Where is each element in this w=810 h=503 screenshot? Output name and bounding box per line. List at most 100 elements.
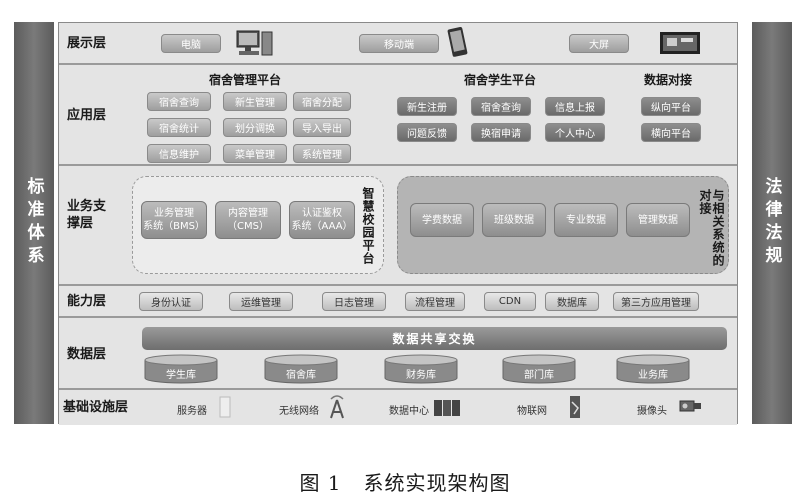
cms-block: 内容管理 （CMS） [215, 201, 281, 239]
app-item-menu-management: 菜单管理 [223, 144, 287, 163]
app-item-student-dorm-query: 宿舍查询 [471, 97, 531, 116]
aaa-block: 认证鉴权 系统（AAA） [289, 201, 355, 239]
infra-server: 服务器 [177, 406, 207, 417]
database-cylinder-icon [264, 354, 338, 384]
display-layer-label: 展示层 [67, 36, 107, 51]
major-data-label: 专业数据 [566, 214, 606, 226]
figure-number: 图 1 [299, 471, 342, 495]
infrastructure-layer-label: 基础设施层 [63, 400, 129, 415]
database-dorm-label: 宿舍库 [286, 370, 316, 381]
database-business-label: 业务库 [638, 370, 668, 381]
cms-line2: （CMS） [227, 221, 269, 232]
app-item-dorm-allocation: 宿舍分配 [293, 92, 351, 111]
management-data-label: 管理数据 [638, 214, 678, 226]
app-item-info-maintenance: 信息维护 [147, 144, 211, 163]
app-item-feedback: 问题反馈 [397, 123, 457, 142]
database-finance-label: 财务库 [406, 370, 436, 381]
data-docking-title: 数据对接 [644, 73, 693, 87]
capability-database: 数据库 [545, 292, 599, 311]
smart-campus-platform-caption: 智慧校园平台 [361, 187, 375, 265]
laws-regulations-pillar: 法律法规 [752, 22, 792, 424]
display-item-big-screen: 大屏 [569, 34, 629, 53]
infra-camera: 摄像头 [637, 406, 667, 417]
class-data-block: 班级数据 [482, 203, 546, 237]
business-support-label-line1: 业务支 [67, 199, 107, 214]
external-docking-box: 学费数据 班级数据 专业数据 管理数据 与相关系统的对接 [397, 176, 729, 274]
tuition-data-label: 学费数据 [422, 214, 462, 226]
business-support-layer-label: 业务支 撑层 [67, 198, 106, 232]
major-data-block: 专业数据 [554, 203, 618, 237]
infra-iot: 物联网 [517, 406, 547, 417]
application-layer: 应用层 宿舍管理平台 宿舍查询 新生管理 宿舍分配 宿舍统计 划分调换 导入导出… [59, 65, 737, 166]
bms-block: 业务管理 系统（BMS） [141, 201, 207, 239]
application-layer-label: 应用层 [67, 108, 107, 123]
infra-wireless-network: 无线网络 [279, 406, 319, 417]
capability-cdn: CDN [484, 292, 536, 311]
app-item-system-management: 系统管理 [293, 144, 351, 163]
data-sharing-exchange-bar: 数据共享交换 [142, 327, 727, 350]
standard-system-label: 标准体系 [23, 177, 44, 269]
external-docking-caption-col1: 与相关系统的 [711, 189, 725, 267]
database-cylinder-icon [384, 354, 458, 384]
architecture-frame: 展示层 电脑 移动端 大屏 应用层 宿舍管理平台 宿舍查询 新生管理 宿舍分配 … [58, 22, 738, 425]
capability-process-management: 流程管理 [405, 292, 465, 311]
database-department-label: 部门库 [524, 370, 554, 381]
aaa-line1: 认证鉴权 [302, 208, 342, 219]
app-item-info-report: 信息上报 [545, 97, 605, 116]
app-item-dorm-statistics: 宿舍统计 [147, 118, 211, 137]
aaa-line2: 系统（AAA） [291, 221, 353, 232]
standard-system-pillar: 标准体系 [14, 22, 54, 424]
capability-ops-management: 运维管理 [229, 292, 293, 311]
external-docking-caption-col2: 对接 [698, 189, 712, 215]
app-item-horizontal-platform: 横向平台 [641, 123, 701, 142]
app-item-dorm-change-request: 换宿申请 [471, 123, 531, 142]
business-support-layer: 业务支 撑层 业务管理 系统（BMS） 内容管理 （CMS） 认证鉴权 系统（A… [59, 166, 737, 286]
app-item-personal-center: 个人中心 [545, 123, 605, 142]
bms-line1: 业务管理 [154, 208, 194, 219]
app-item-dorm-query: 宿舍查询 [147, 92, 211, 111]
infrastructure-layer: 基础设施层 服务器 无线网络 数据中心 物联网 摄像头 [59, 390, 737, 425]
datacenter-icon [434, 400, 460, 416]
database-cylinder-icon [502, 354, 576, 384]
display-item-computer: 电脑 [161, 34, 221, 53]
iot-icon [570, 396, 580, 418]
data-layer-label: 数据层 [67, 347, 107, 362]
capability-layer-label: 能力层 [67, 294, 107, 309]
dorm-management-platform-title: 宿舍管理平台 [209, 73, 282, 87]
database-business: 业务库 [616, 354, 690, 384]
app-item-import-export: 导入导出 [293, 118, 351, 137]
database-department: 部门库 [502, 354, 576, 384]
display-item-mobile: 移动端 [359, 34, 439, 53]
app-item-divide-swap: 划分调换 [223, 118, 287, 137]
capability-identity-auth: 身份认证 [139, 292, 203, 311]
app-item-vertical-platform: 纵向平台 [641, 97, 701, 116]
app-item-freshman-registration: 新生注册 [397, 97, 457, 116]
capability-third-party-app-management: 第三方应用管理 [613, 292, 699, 311]
server-icon [219, 396, 231, 418]
capability-layer: 能力层 身份认证 运维管理 日志管理 流程管理 CDN 数据库 第三方应用管理 [59, 286, 737, 318]
database-student-label: 学生库 [166, 370, 196, 381]
external-docking-caption: 与相关系统的对接 [698, 189, 725, 273]
database-student: 学生库 [144, 354, 218, 384]
database-cylinder-icon [144, 354, 218, 384]
app-item-freshman-management: 新生管理 [223, 92, 287, 111]
laws-regulations-label: 法律法规 [761, 177, 782, 269]
cms-line1: 内容管理 [228, 208, 268, 219]
display-layer: 展示层 电脑 移动端 大屏 [59, 23, 737, 65]
tuition-data-block: 学费数据 [410, 203, 474, 237]
database-dorm: 宿舍库 [264, 354, 338, 384]
phone-icon [447, 27, 468, 57]
management-data-block: 管理数据 [626, 203, 690, 237]
database-cylinder-icon [616, 354, 690, 384]
computer-icon [236, 30, 273, 56]
capability-log-management: 日志管理 [322, 292, 386, 311]
figure-title: 系统实现架构图 [363, 471, 511, 495]
figure-caption: 图 1 系统实现架构图 [0, 467, 810, 496]
wifi-tower-icon [330, 395, 344, 419]
class-data-label: 班级数据 [494, 214, 534, 226]
smart-campus-platform-box: 业务管理 系统（BMS） 内容管理 （CMS） 认证鉴权 系统（AAA） 智慧校… [132, 176, 384, 274]
camera-icon [679, 400, 701, 412]
dorm-student-platform-title: 宿舍学生平台 [464, 73, 537, 87]
business-support-label-line2: 撑层 [67, 216, 94, 231]
infra-data-center: 数据中心 [389, 406, 429, 417]
